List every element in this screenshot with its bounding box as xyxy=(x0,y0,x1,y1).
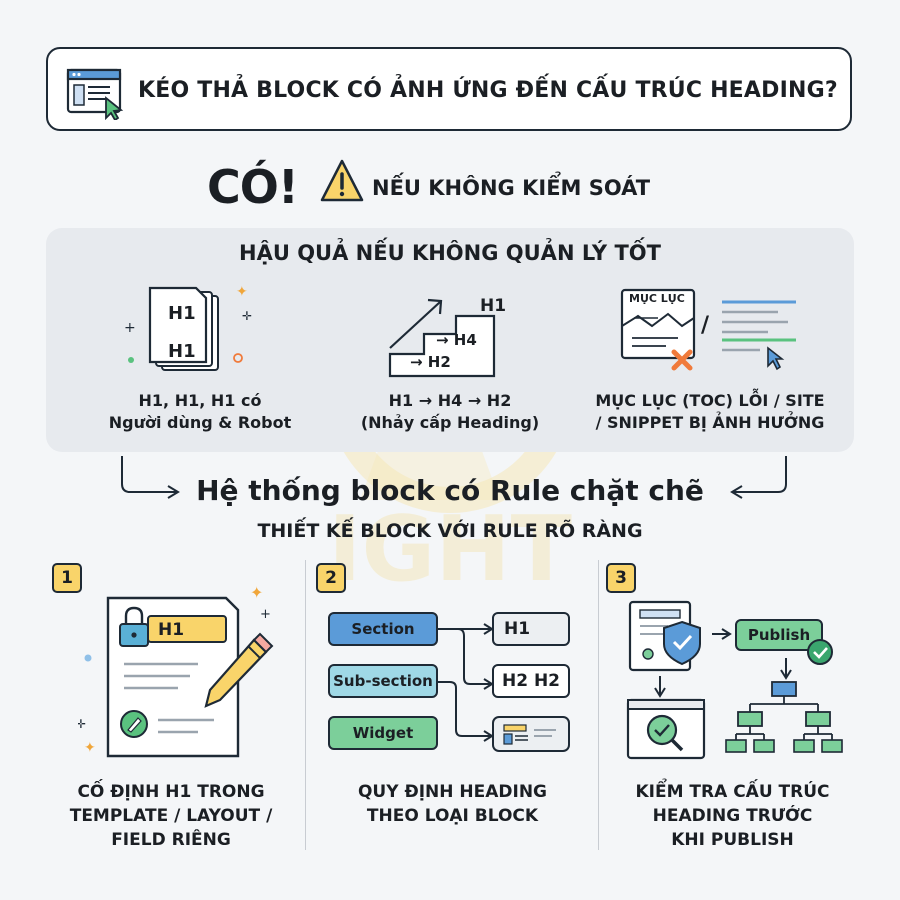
question-text: KÉO THẢ BLOCK CÓ ẢNH ỨNG ĐẾN CẤU TRÚC HE… xyxy=(138,78,838,103)
step-2-caption: QUY ĐỊNH HEADING THEO LOẠI BLOCK xyxy=(357,782,548,826)
step-1-number: 1 xyxy=(52,563,82,593)
browser-cursor-icon xyxy=(66,68,124,120)
block-widget: Widget xyxy=(328,716,438,750)
doc-h1-top: H1 xyxy=(168,303,196,324)
block-sub-section: Sub-section xyxy=(328,664,438,698)
toc-separator: / xyxy=(701,313,710,338)
widget-preview-icon xyxy=(492,716,570,752)
column-divider-2 xyxy=(598,560,599,850)
svg-text:✛: ✛ xyxy=(242,309,252,323)
block-heading-connectors xyxy=(438,623,494,742)
column-divider-1 xyxy=(305,560,306,850)
step-1-caption: CỐ ĐỊNH H1 TRONG TEMPLATE / LAYOUT / FIE… xyxy=(69,782,273,850)
consequence-3-caption: MỤC LỤC (TOC) LỖI / SITE / SNIPPET BỊ ẢN… xyxy=(595,391,825,432)
stair-h1: H1 xyxy=(480,296,507,316)
stair-h2: → H2 xyxy=(410,353,451,371)
doc-h1-bottom: H1 xyxy=(168,341,196,362)
toc-label: MỤC LỤC xyxy=(629,292,685,305)
svg-text:+: + xyxy=(124,320,136,336)
answer-yes: CÓ! xyxy=(207,160,299,214)
consequence-1-caption: H1, H1, H1 có Người dùng & Robot xyxy=(108,391,292,432)
consequences-title: HẬU QUẢ NẾU KHÔNG QUẢN LÝ TỐT xyxy=(239,241,661,265)
step-2-number: 2 xyxy=(316,563,346,593)
svg-text:IGHT: IGHT xyxy=(328,497,572,602)
question-box xyxy=(46,47,852,131)
warning-text: NẾU KHÔNG KIỂM SOÁT xyxy=(372,176,651,200)
svg-text:+: + xyxy=(260,607,271,622)
system-title: Hệ thống block có Rule chặt chẽ xyxy=(196,474,704,507)
stair-h4: → H4 xyxy=(436,331,477,349)
svg-text:✛: ✛ xyxy=(78,717,86,731)
warning-icon xyxy=(320,159,364,202)
locked-h1-badge: H1 xyxy=(158,620,185,640)
check-before-publish-icon xyxy=(626,600,843,760)
publish-button-label: Publish xyxy=(747,626,811,644)
step-3-number: 3 xyxy=(606,563,636,593)
svg-text:✦: ✦ xyxy=(84,740,96,756)
svg-text:✦: ✦ xyxy=(250,583,263,602)
duplicate-h1-docs-icon: + ✦ ✛ xyxy=(124,284,252,371)
system-subtitle: THIẾT KẾ BLOCK VỚI RULE RÕ RÀNG xyxy=(257,520,643,542)
svg-text:✦: ✦ xyxy=(236,284,248,300)
broken-toc-icon xyxy=(620,288,796,371)
flow-arrows xyxy=(121,456,787,499)
locked-h1-template-icon: ✦ + ✛ ✦ xyxy=(78,583,274,758)
heading-jump-stairs-icon xyxy=(388,298,496,378)
heading-h2-slot: H2 H2 xyxy=(492,664,570,698)
step-3-caption: KIỂM TRA CẤU TRÚC HEADING TRƯỚC KHI PUBL… xyxy=(635,782,830,850)
consequence-2-caption: H1 → H4 → H2 (Nhảy cấp Heading) xyxy=(360,391,540,432)
block-section: Section xyxy=(328,612,438,646)
heading-h1-slot: H1 xyxy=(492,612,570,646)
